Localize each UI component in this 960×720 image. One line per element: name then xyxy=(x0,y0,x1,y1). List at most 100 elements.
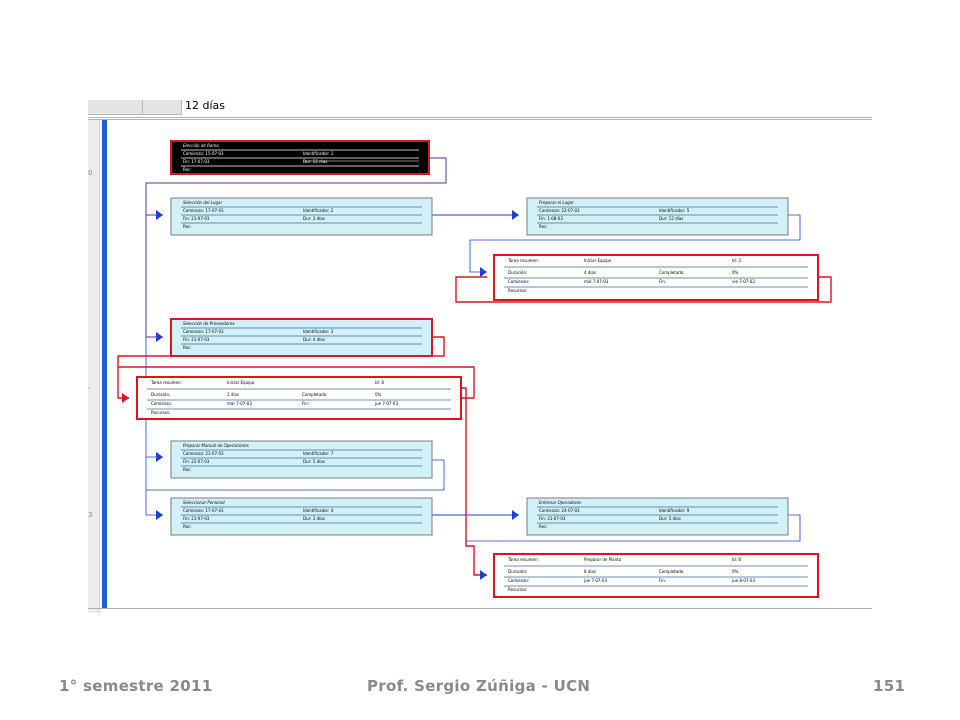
node-field: Identificador: 1 xyxy=(303,151,334,156)
node-field: Comienzo: 17-07-03 xyxy=(183,208,224,213)
node-field: jue 7-07-03 xyxy=(374,401,398,406)
node-field: Completado: xyxy=(659,270,685,275)
node-field: Fin: 17-07-03 xyxy=(183,159,210,164)
left-marker: 0 xyxy=(88,169,93,177)
node-field: Comienzo: xyxy=(151,401,172,406)
header-divider xyxy=(88,117,872,118)
node-field: Id: 8 xyxy=(732,557,741,562)
node-field: Preparar de Planta xyxy=(584,557,622,562)
node-field: Fin: xyxy=(659,279,666,284)
node-box xyxy=(526,197,789,236)
dependency-line xyxy=(469,214,801,273)
node-field: Rec: xyxy=(183,224,192,229)
node-field: Rec: xyxy=(539,524,548,529)
node-field: Comienzo: 15-07-03 xyxy=(183,151,224,156)
node-box xyxy=(170,197,433,236)
node-field: 0% xyxy=(732,569,739,574)
node-field: Rec: xyxy=(183,167,192,172)
node-field: Dur: 3 días xyxy=(303,216,325,221)
node-title: Preparar Manual de Operaciones xyxy=(183,443,249,448)
node-field: Recursos: xyxy=(508,587,527,592)
node-field: Recursos: xyxy=(151,410,170,415)
node-field: Comienzo: 21-07-03 xyxy=(183,451,224,456)
node-field: Dur: 5 días xyxy=(659,516,681,521)
progress-bar xyxy=(102,120,107,609)
dependency-line xyxy=(145,183,163,338)
dependency-line xyxy=(145,157,447,216)
node-field: Rec: xyxy=(539,224,548,229)
arrow-head-icon xyxy=(480,570,487,580)
node-field: Comienzo: 22-07-03 xyxy=(539,208,580,213)
left-column xyxy=(88,120,100,613)
node-field: Tarea resumen: xyxy=(150,380,182,385)
node-field: Duración: xyxy=(151,392,170,397)
footer-semester: 1° semestre 2011 xyxy=(59,677,213,695)
node-field: Dur: 12 días xyxy=(659,216,683,221)
node-field: Id: 3 xyxy=(732,258,741,263)
node-title: Seleccionar Personal xyxy=(183,500,225,505)
node-field: Fin: 22-07-03 xyxy=(183,459,210,464)
node-box xyxy=(136,376,462,420)
dependency-line xyxy=(118,366,475,399)
arrow-head-icon xyxy=(156,210,163,220)
node-field: Comienzo: 17-07-03 xyxy=(183,329,224,334)
node-field: Completado: xyxy=(302,392,328,397)
node-field: 1 días xyxy=(227,392,239,397)
node-title: Entrenar Operadores xyxy=(539,500,581,505)
dependency-line xyxy=(146,459,445,491)
dependency-line xyxy=(466,514,801,542)
footer-page-number: 151 xyxy=(873,677,906,695)
node-field: Comienzo: 24-07-03 xyxy=(539,508,580,513)
node-field: Fin: 21-07-03 xyxy=(183,216,210,221)
node-field: Rec: xyxy=(183,524,192,529)
node-field: Dur: 3 días xyxy=(303,516,325,521)
node-field: Dur: 12 días xyxy=(303,159,327,164)
node-title: Selección del Lugar xyxy=(183,200,222,205)
node-box xyxy=(170,318,433,357)
node-title: Selección de Proveedores xyxy=(183,321,235,326)
node-field: Fin: 21-07-03 xyxy=(183,516,210,521)
node-field: Completado: xyxy=(659,569,685,574)
node-field: Fin: 31-07-03 xyxy=(539,516,566,521)
summary-node[interactable]: Tarea resumen: Iniciar Equipo Id: 3 Duració… xyxy=(493,254,819,301)
node-field: Comienzo: xyxy=(508,279,529,284)
arrow-head-icon xyxy=(156,510,163,520)
task-node[interactable]: Preparar Manual de OperacionesComienzo: … xyxy=(170,440,433,479)
node-field: Iniciar Equipo xyxy=(584,258,612,263)
node-field: 8 días xyxy=(584,569,596,574)
node-field: Tarea resumen: xyxy=(507,258,539,263)
node-field: Identificador: 9 xyxy=(659,508,690,513)
node-field: mié 7-07-03 xyxy=(584,279,609,284)
node-title: Preparar el Lugar xyxy=(539,200,574,205)
node-box xyxy=(170,497,433,536)
arrow-head-icon xyxy=(512,210,519,220)
node-field: Duración: xyxy=(508,270,527,275)
node-box xyxy=(493,254,819,301)
node-field: Fin: 1-08-03 xyxy=(539,216,563,221)
node-field: jue 7-07-03 xyxy=(583,578,607,583)
arrow-head-icon xyxy=(480,267,487,277)
node-box xyxy=(170,440,433,479)
arrow-head-icon xyxy=(512,510,519,520)
node-field: 0% xyxy=(375,392,382,397)
node-field: Comienzo: 17-07-03 xyxy=(183,508,224,513)
arrow-head-icon xyxy=(156,452,163,462)
node-field: Iniciar Equipo xyxy=(227,380,255,385)
node-field: Fin: 21-07-03 xyxy=(183,337,210,342)
node-field: Identificador: 3 xyxy=(303,329,334,334)
node-field: Identificador: 5 xyxy=(659,208,690,213)
node-field: Rec: xyxy=(183,345,192,350)
header-cell-1 xyxy=(88,100,143,115)
node-field: Fin: xyxy=(659,578,666,583)
dependency-line xyxy=(455,276,832,303)
arrow-head-icon xyxy=(156,332,163,342)
